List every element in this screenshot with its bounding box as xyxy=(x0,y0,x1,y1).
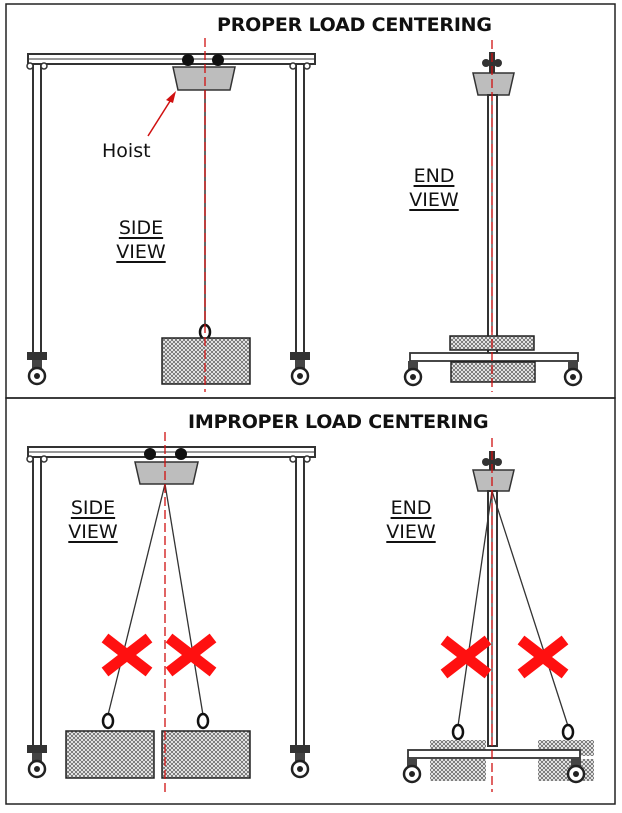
end-view-label-line2: VIEW xyxy=(386,521,436,543)
side-view-label-line1: SIDE xyxy=(70,497,116,519)
bottom-end-view-label: END VIEW xyxy=(380,496,442,544)
caster-wheel-icon xyxy=(27,358,47,386)
hoist-icon xyxy=(172,54,236,91)
hoist-icon xyxy=(472,469,515,492)
caster-wheel-icon xyxy=(290,751,310,779)
load-block-icon xyxy=(161,730,251,779)
bottom-panel-title: IMPROPER LOAD CENTERING xyxy=(188,411,489,433)
caster-wheel-icon xyxy=(290,358,310,386)
hoist-icon xyxy=(472,72,515,96)
bottom-side-view-gantry xyxy=(26,446,316,779)
caster-wheel-icon xyxy=(403,359,423,387)
improper-x-icon xyxy=(105,638,149,672)
hoist-callout-arrow xyxy=(147,97,173,137)
caster-wheel-icon xyxy=(27,751,47,779)
top-side-view-gantry xyxy=(26,53,316,386)
caster-wheel-icon xyxy=(402,756,422,784)
top-end-view-frame xyxy=(403,52,583,387)
load-block-icon xyxy=(65,730,155,779)
top-side-view-label: SIDE VIEW xyxy=(106,216,176,264)
side-view-label-line2: VIEW xyxy=(116,241,166,263)
hoist-icon xyxy=(134,448,199,485)
end-view-label-line2: VIEW xyxy=(409,189,459,211)
top-panel-title: PROPER LOAD CENTERING xyxy=(217,14,492,36)
improper-x-icon xyxy=(521,640,565,674)
top-end-view-label: END VIEW xyxy=(403,164,465,212)
bottom-side-view-label: SIDE VIEW xyxy=(58,496,128,544)
end-view-label-line1: END xyxy=(390,497,432,519)
hoist-callout-label: Hoist xyxy=(102,140,151,162)
load-block-icon xyxy=(161,337,251,385)
side-view-label-line2: VIEW xyxy=(68,521,118,543)
caster-wheel-icon xyxy=(563,359,583,387)
end-view-label-line1: END xyxy=(413,165,455,187)
side-view-label-line1: SIDE xyxy=(118,217,164,239)
bottom-panel-border xyxy=(5,397,616,805)
